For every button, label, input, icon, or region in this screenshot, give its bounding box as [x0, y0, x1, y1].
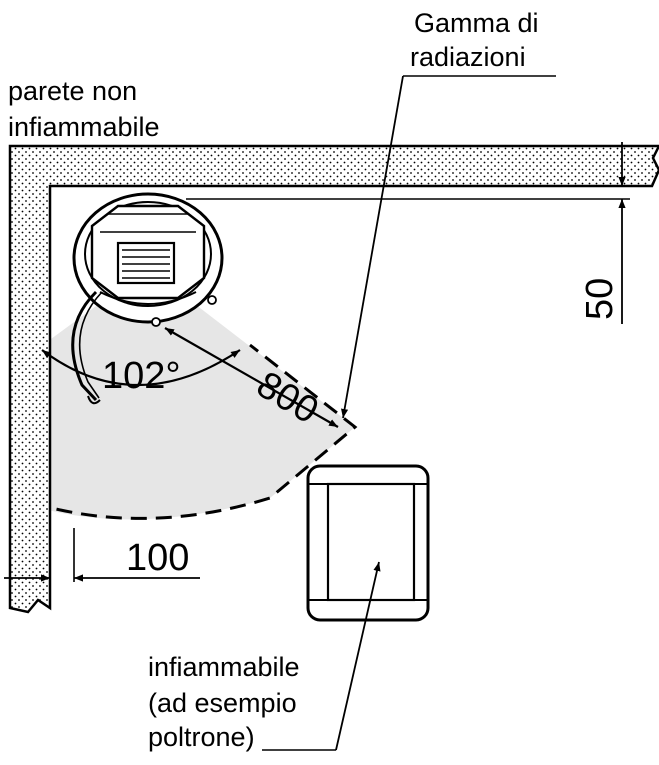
radiation-leader — [341, 75, 556, 419]
back-clearance-label: 50 — [579, 278, 621, 320]
radiation-range-label-line2: radiazioni — [410, 42, 526, 72]
flammable-label-line2: (ad esempio — [148, 688, 297, 718]
radiation-range-label-line1: Gamma di — [414, 8, 539, 38]
radius-dimension-line — [164, 327, 339, 428]
back-clearance-dimension — [186, 142, 630, 324]
side-clearance-label: 100 — [126, 537, 189, 579]
stove — [71, 192, 224, 405]
flammable-label-line3: poltrone) — [148, 722, 255, 752]
wall-label-line1: parete non — [8, 76, 138, 106]
flammable-leader — [262, 561, 381, 751]
side-clearance-dimension — [4, 528, 200, 582]
armchair — [306, 464, 430, 622]
wall-label-line2: infiammabile — [8, 112, 160, 142]
flammable-label-line1: infiammabile — [148, 652, 300, 682]
non-flammable-wall — [8, 144, 659, 614]
angle-label: 102° — [102, 355, 181, 397]
radiation-boundary — [38, 343, 358, 520]
